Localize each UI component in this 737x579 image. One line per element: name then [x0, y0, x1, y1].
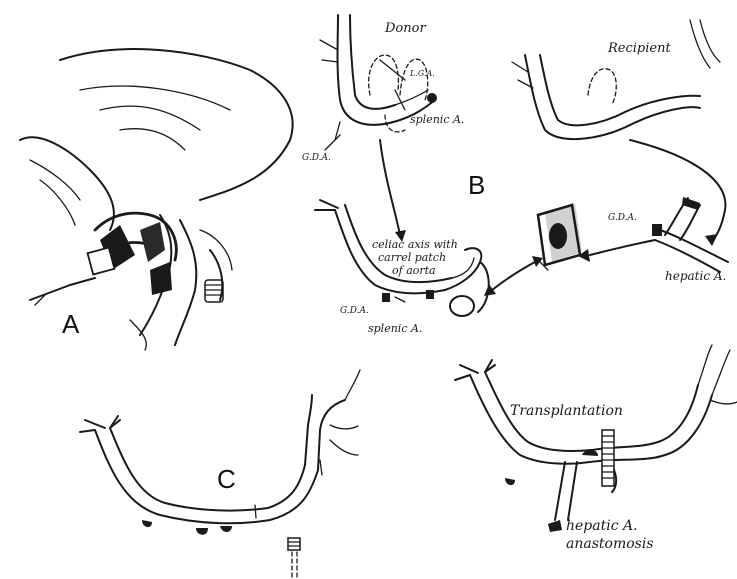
panel-c-letter: C [217, 464, 236, 494]
double-arrow [492, 262, 535, 290]
panel-b-recipient-illustration [512, 20, 720, 139]
anastomosis-label-line2: anastomosis [566, 536, 654, 552]
recipient-title: Recipient [607, 41, 671, 56]
splenic-lower-label: splenic A. [368, 322, 422, 335]
panel-c-transplant-illustration [455, 345, 737, 532]
double-arrow-head-right [532, 256, 543, 267]
celiac-label-line2: carrel patch [378, 251, 446, 264]
donor-title: Donor [384, 21, 426, 36]
hepatic-label: hepatic A. [665, 269, 726, 283]
anastomosis-label-line1: hepatic A. [566, 518, 638, 534]
carrel-patch-illustration [538, 203, 582, 270]
celiac-label-line1: celiac axis with [372, 238, 458, 251]
gda-recipient-label: G.D.A. [608, 213, 637, 223]
recipient-arrow-head [705, 234, 718, 246]
double-arrow-head-left [484, 284, 496, 296]
transplantation-title: Transplantation [510, 403, 623, 419]
lga-label: L.G.A. [409, 69, 435, 78]
gda-donor-label: G.D.A. [302, 153, 331, 163]
splenic-donor-label: splenic A. [410, 113, 464, 126]
recipient-arrow [630, 140, 725, 240]
panel-a-letter: A [62, 309, 80, 339]
hepatic-to-patch-arrow [590, 240, 655, 255]
panel-b-letter: B [468, 170, 485, 200]
gda-lower-label: G.D.A. [340, 306, 369, 316]
celiac-label-line3: of aorta [392, 264, 436, 277]
panel-a-illustration [20, 49, 293, 350]
donor-arrow [380, 140, 400, 235]
